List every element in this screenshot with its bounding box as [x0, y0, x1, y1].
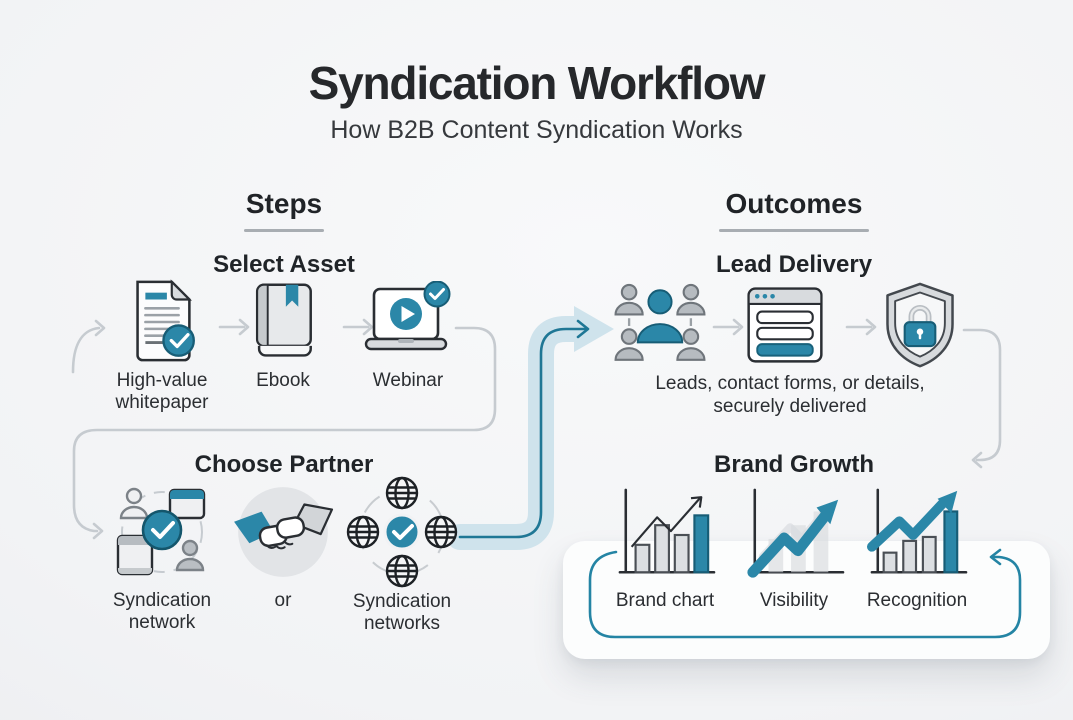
lead-delivery-item-shield	[874, 282, 966, 370]
brand-growth-item-visibility: Visibility	[738, 484, 850, 612]
page-subtitle: How B2B Content Syndication Works	[330, 116, 743, 144]
whitepaper-document-icon	[118, 278, 206, 366]
recognition-chart-icon	[862, 484, 972, 586]
webinar-laptop-icon	[358, 280, 458, 366]
ebook-icon	[240, 278, 326, 366]
leads-people-group-icon	[604, 280, 716, 370]
item-label: Brand chart	[615, 590, 715, 611]
choose-partner-item-handshake: or	[223, 478, 343, 612]
item-label: or	[274, 590, 292, 611]
item-label: Webinar	[372, 370, 444, 391]
lead-delivery-caption: Leads, contact forms, or details, secure…	[655, 373, 925, 418]
secure-shield-lock-icon	[876, 282, 964, 370]
select-asset-item-whitepaper: High-value whitepaper	[102, 278, 222, 415]
page-title: Syndication Workflow	[308, 57, 766, 109]
brand-chart-icon	[610, 484, 720, 586]
item-label: Syndication network	[112, 590, 212, 634]
brand-growth-item-brand-chart: Brand chart	[609, 484, 721, 612]
item-label: High-value whitepaper	[115, 370, 209, 414]
outcomes-column-header: Outcomes	[674, 188, 914, 232]
select-asset-item-webinar: Webinar	[346, 280, 470, 392]
steps-header-underline	[244, 229, 324, 232]
item-label: Syndication networks	[352, 591, 452, 635]
brand-growth-item-recognition: Recognition	[861, 484, 973, 612]
outcomes-header-label: Outcomes	[725, 188, 863, 219]
select-asset-item-ebook: Ebook	[223, 278, 343, 392]
section-title-select-asset: Select Asset	[213, 251, 355, 278]
syndication-network-icon	[110, 478, 214, 586]
contact-form-icon	[741, 281, 829, 369]
choose-partner-item-network: Syndication network	[102, 478, 222, 635]
choose-partner-item-networks: Syndication networks	[342, 476, 462, 636]
steps-header-label: Steps	[245, 188, 323, 219]
item-label: Visibility	[759, 590, 829, 611]
item-label: Recognition	[866, 590, 968, 611]
handshake-icon	[230, 478, 336, 586]
steps-column-header: Steps	[164, 188, 404, 232]
lead-delivery-item-form	[739, 281, 831, 369]
item-label: Ebook	[256, 370, 310, 391]
section-title-lead-delivery: Lead Delivery	[715, 251, 873, 278]
visibility-chart-icon	[739, 484, 849, 586]
entry-arrow	[71, 326, 101, 374]
section-title-brand-growth: Brand Growth	[714, 451, 874, 478]
outcomes-header-underline	[719, 229, 869, 232]
section-title-choose-partner: Choose Partner	[194, 451, 374, 478]
main-flow-arrow	[447, 306, 614, 550]
lead-delivery-item-leads	[604, 280, 716, 370]
globes-network-icon	[346, 476, 458, 588]
